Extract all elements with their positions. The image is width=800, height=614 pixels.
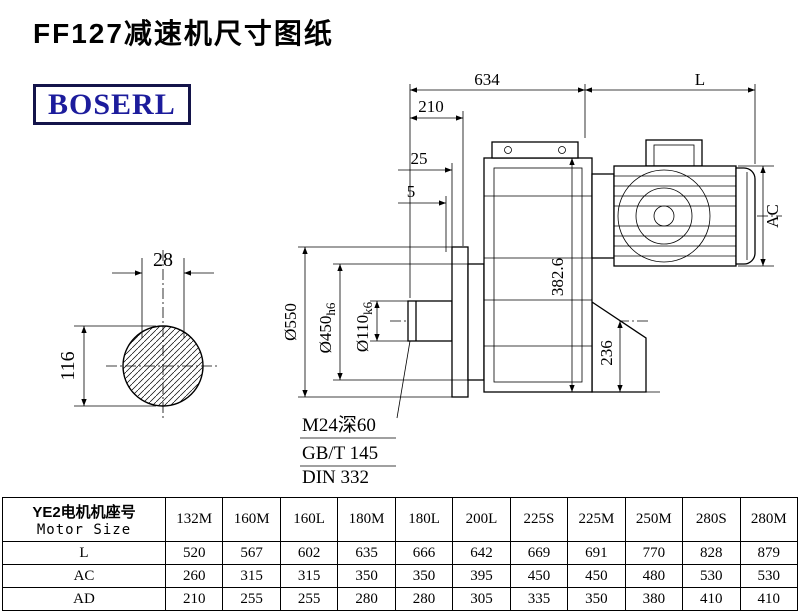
table-row-L: L 520 567 602 635 666 642 669 691 770 82… [2,541,799,565]
table-cell: 602 [279,541,339,565]
table-cell: 567 [222,541,281,565]
motor-end-circle-inner [653,205,675,227]
table-header-row: YE2电机机座号 Motor Size 132M 160M 160L 180M … [2,497,799,542]
gear-housing [483,157,593,393]
table-cell: 350 [394,564,454,588]
table-cell: 879 [739,541,799,565]
housing-top-step [491,141,579,159]
table-cell: 260 [164,564,224,588]
motor-cooling-fins [614,175,736,257]
column-header: 225M [567,497,626,542]
column-header: 280S [682,497,741,542]
note-din: DIN 332 [302,467,369,488]
table-cell: 828 [682,541,741,565]
column-header: 200L [452,497,511,542]
dim-382-label: 382.6 [548,258,567,296]
table-cell: 480 [624,564,684,588]
table-cell: 642 [452,541,511,565]
motor-end-circle-mid [635,187,693,245]
note-thread: M24深60 [302,414,376,436]
dim-dia110-label: Ø110k6 [353,301,375,352]
note-gbt: GB/T 145 [302,443,378,464]
dim-236-label: 236 [597,340,616,366]
dim-28-label: 28 [153,249,173,271]
table-cell: 635 [337,541,396,565]
table-cell: 315 [279,564,339,588]
shaft-end-view: 28 116 [57,249,220,420]
reducer-side-view [390,139,782,398]
dimension-annotations: 634 L 210 25 5 Ø550 Ø450h6 Ø110k6 382.6 [281,70,782,398]
table-cell: 350 [567,587,626,611]
table-cell: 450 [509,564,569,588]
dim-5-label: 5 [407,182,416,201]
dim-dia550-label: Ø550 [281,303,300,341]
table-cell: 520 [164,541,224,565]
technical-drawing: 28 116 [57,70,782,488]
output-shaft [407,300,453,342]
dim-dia110-suffix: k6 [360,301,375,315]
table-cell: 666 [394,541,454,565]
thread-spec-notes: M24深60 GB/T 145 DIN 332 [300,340,411,488]
dim-dia450-suffix: h6 [323,302,338,316]
brand-logo-text: BOSERL [48,87,176,121]
table-cell: 210 [164,587,224,611]
brand-logo: BOSERL [33,84,191,125]
motor-end-circle-outer [617,169,711,263]
motor-body [613,165,737,267]
column-header: 132M [164,497,224,542]
column-header: 180L [394,497,454,542]
row-label: AC [2,564,166,588]
table-row-AC: AC 260 315 315 350 350 395 450 450 480 5… [2,564,799,588]
table-cell: 530 [682,564,741,588]
table-cell: 691 [567,541,626,565]
output-flange [451,246,469,398]
dim-dia110-main: Ø110 [353,315,372,352]
dim-25-label: 25 [411,149,428,168]
motor-adapter-flange [591,173,615,259]
dim-116-label: 116 [57,351,79,380]
shaft-cross-section [122,325,204,407]
table-cell: 350 [337,564,396,588]
table-cell: 410 [682,587,741,611]
table-cell: 315 [222,564,281,588]
dim-634-label: 634 [474,70,500,89]
column-header: 160L [279,497,339,542]
column-header: 250M [624,497,684,542]
dim-AC-label: AC [763,204,782,228]
dim-dia450-main: Ø450 [316,316,335,354]
dim-L-label: L [695,70,705,89]
fan-cover [735,167,756,265]
table-cell: 395 [452,564,511,588]
table-cell: 410 [739,587,799,611]
row-label: L [2,541,166,565]
column-header: 225S [509,497,569,542]
table-cell: 669 [509,541,569,565]
table-cell: 450 [567,564,626,588]
table-cell: 280 [394,587,454,611]
row-label: AD [2,587,166,611]
motor-size-header: YE2电机机座号 Motor Size [2,497,166,542]
table-cell: 530 [739,564,799,588]
table-cell: 305 [452,587,511,611]
page-title: FF127减速机尺寸图纸 [33,18,334,49]
table-row-AD: AD 210 255 255 280 280 305 335 350 380 4… [2,587,799,611]
column-header: 160M [222,497,281,542]
flange-spigot [467,263,485,381]
dim-dia450-label: Ø450h6 [316,302,338,353]
motor-size-header-cn: YE2电机机座号 [32,504,136,521]
terminal-box [645,139,703,167]
dim-210-label: 210 [418,97,444,116]
table-cell: 335 [509,587,569,611]
table-cell: 255 [279,587,339,611]
motor-size-header-en: Motor Size [36,522,132,538]
column-header: 280M [739,497,799,542]
motor-dimension-table: YE2电机机座号 Motor Size 132M 160M 160L 180M … [2,497,799,611]
table-cell: 380 [624,587,684,611]
table-cell: 770 [624,541,684,565]
table-cell: 255 [222,587,281,611]
column-header: 180M [337,497,396,542]
table-cell: 280 [337,587,396,611]
